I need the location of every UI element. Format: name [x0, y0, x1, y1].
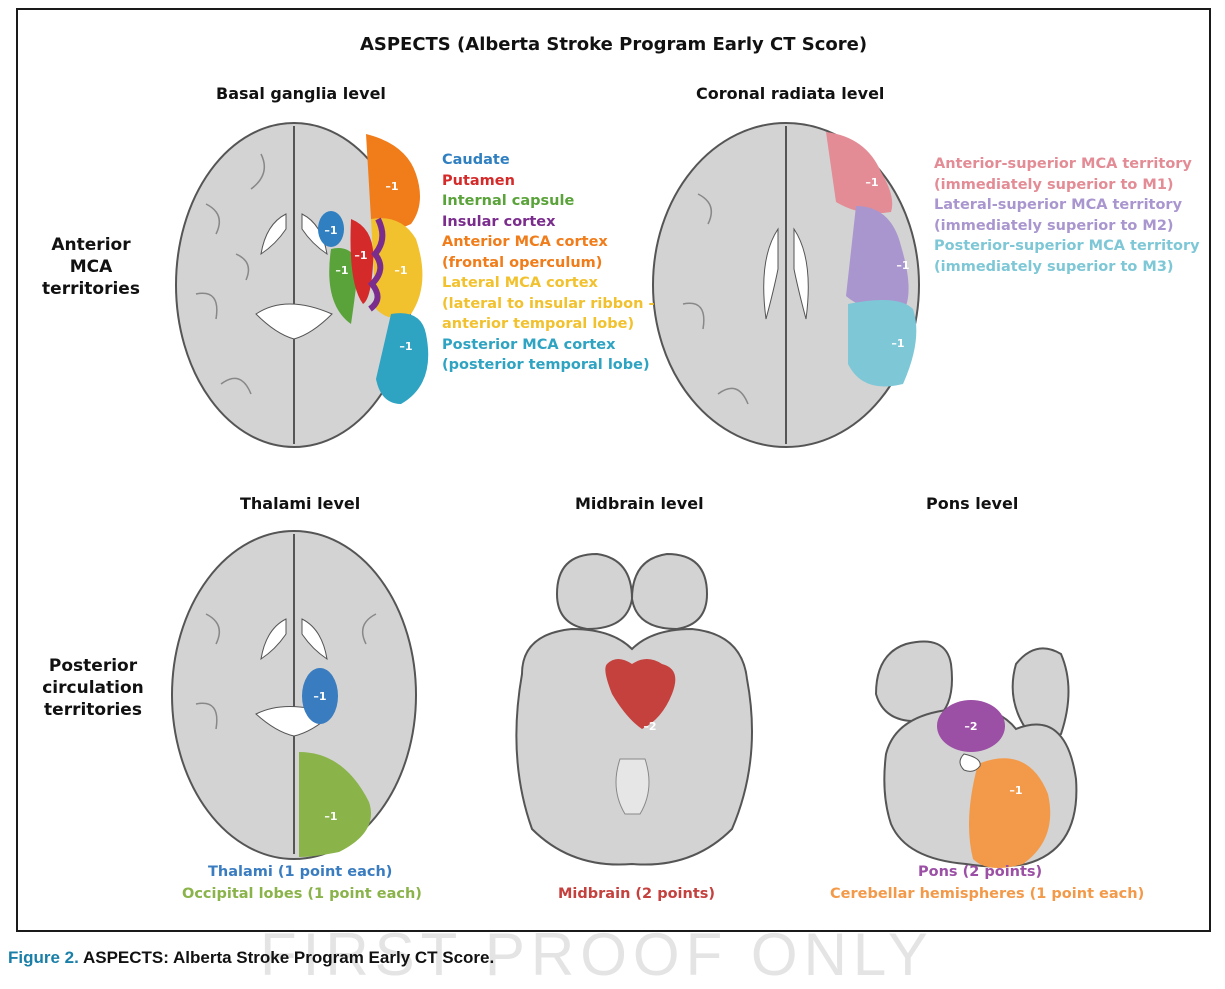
brain-midbrain: –2 [515, 552, 753, 866]
caption-cerebellar: Cerebellar hemispheres (1 point each) [830, 886, 1145, 902]
legend-basal-ganglia-item: Internal capsule [442, 193, 575, 209]
legend-basal-ganglia-item: (frontal operculum) [442, 254, 603, 271]
row-label-anterior: Anterior MCA territories [36, 234, 146, 300]
brain-pons: –2 –1 [874, 640, 1078, 868]
score-cerebellum: –1 [1009, 784, 1022, 797]
figure-caption-label: Figure 2. [8, 948, 79, 967]
legend-coronal-radiata-item: (immediately superior to M3) [934, 258, 1174, 275]
label-midbrain-level: Midbrain level [575, 494, 704, 513]
score-thalamus: –1 [313, 690, 326, 703]
row-label-anterior-line2: MCA [69, 257, 113, 277]
label-coronal-radiata-level: Coronal radiata level [696, 84, 885, 103]
score-occipital: –1 [324, 810, 337, 823]
legend-coronal-radiata-item: Posterior-superior MCA territory [934, 238, 1200, 254]
score-caudate: –1 [324, 224, 337, 237]
row-label-anterior-line1: Anterior [51, 235, 131, 255]
brain-coronal-radiata: –1 –1 –1 [652, 122, 920, 448]
figure-title: ASPECTS (Alberta Stroke Program Early CT… [359, 34, 868, 55]
caption-thalami: Thalami (1 point each) [208, 864, 393, 880]
score-m5: –1 [896, 259, 909, 272]
figure-frame: ASPECTS (Alberta Stroke Program Early CT… [16, 8, 1211, 932]
score-m6: –1 [891, 337, 904, 350]
row-label-posterior-line1: Posterior [48, 656, 138, 676]
brain-basal-ganglia: –1 –1 –1 –1 –1 –1 [175, 122, 429, 448]
legend-basal-ganglia-item: anterior temporal lobe) [442, 316, 635, 332]
legend-basal-ganglia-item: (posterior temporal lobe) [442, 357, 650, 373]
legend-coronal-radiata-item: Anterior-superior MCA territory [934, 156, 1192, 172]
row-label-posterior-line2: circulation [42, 678, 144, 698]
legend-basal-ganglia-item: Lateral MCA cortex [442, 275, 598, 291]
label-thalami-level: Thalami level [240, 494, 361, 513]
figure-caption-text: ASPECTS: Alberta Stroke Program Early CT… [82, 948, 495, 967]
score-m2: –1 [394, 264, 407, 277]
row-label-posterior-line3: territories [44, 700, 142, 720]
caption-occipital: Occipital lobes (1 point each) [182, 886, 422, 902]
legend-coronal-radiata-item: (immediately superior to M2) [934, 217, 1174, 234]
score-m4: –1 [865, 176, 878, 189]
label-pons-level: Pons level [926, 494, 1019, 513]
legend-coronal-radiata-item: Lateral-superior MCA territory [934, 197, 1183, 213]
label-basal-ganglia-level: Basal ganglia level [216, 84, 386, 103]
legend-basal-ganglia-item: (lateral to insular ribbon - [442, 295, 655, 312]
caption-midbrain: Midbrain (2 points) [558, 886, 716, 902]
score-m3: –1 [399, 340, 412, 353]
score-internal-capsule: –1 [335, 264, 348, 277]
legend-coronal-radiata: Anterior-superior MCA territory (immediat… [934, 154, 1200, 277]
figure-caption: Figure 2. ASPECTS: Alberta Stroke Progra… [8, 948, 494, 968]
legend-basal-ganglia-item: Posterior MCA cortex [442, 336, 616, 353]
score-m1: –1 [385, 180, 398, 193]
legend-basal-ganglia-item: Insular cortex [442, 213, 556, 230]
score-pons: –2 [964, 720, 977, 733]
legend-basal-ganglia-item: Putamen [442, 172, 515, 189]
legend-coronal-radiata-item: (immediately superior to M1) [934, 176, 1174, 193]
legend-basal-ganglia-item: Caudate [442, 152, 510, 168]
legend-basal-ganglia-item: Anterior MCA cortex [442, 234, 608, 250]
caption-pons: Pons (2 points) [918, 864, 1043, 880]
row-label-anterior-line3: territories [42, 279, 140, 299]
score-midbrain: –2 [643, 720, 656, 733]
brain-thalami: –1 –1 [171, 530, 417, 860]
row-label-posterior: Posterior circulation territories [34, 655, 152, 721]
score-putamen: –1 [354, 249, 367, 262]
